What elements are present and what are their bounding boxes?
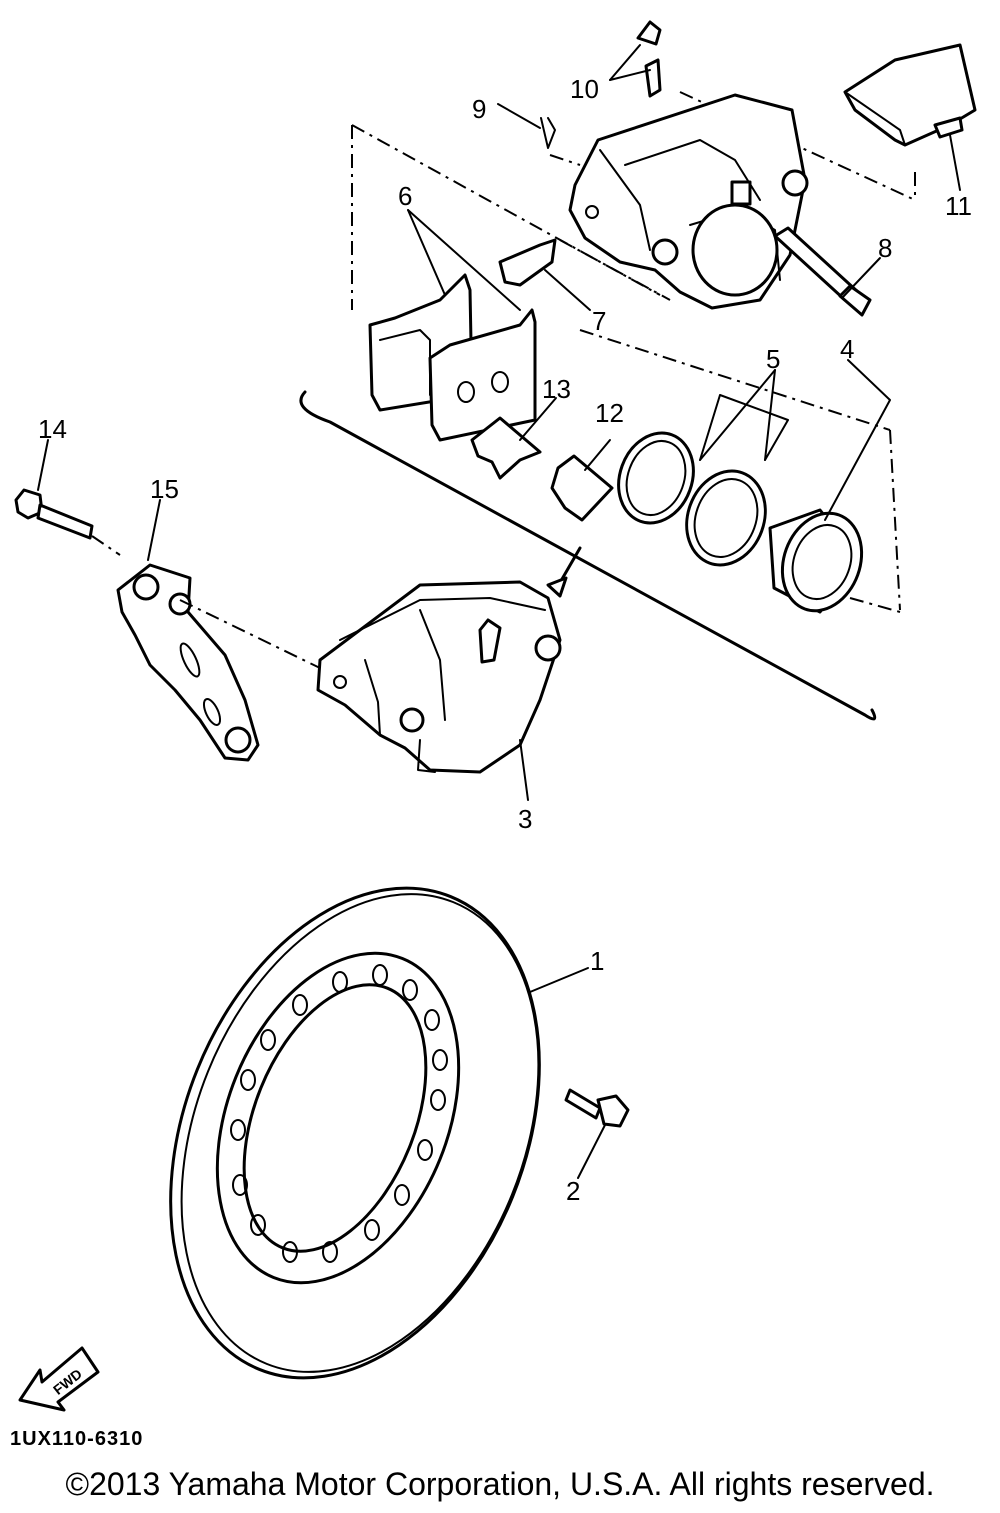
forward-arrow: FWD xyxy=(18,1346,100,1412)
diagram-code: 1UX110-6310 xyxy=(10,1428,144,1450)
callout-5: 5 xyxy=(766,344,780,374)
disc-bolt xyxy=(564,1088,630,1128)
callout-2: 2 xyxy=(566,1176,580,1206)
callout-1: 1 xyxy=(590,946,604,976)
copyright-notice: ©2013 Yamaha Motor Corporation, U.S.A. A… xyxy=(65,1466,935,1502)
caliper-seal-kit xyxy=(470,416,864,614)
callouts: 9 10 11 6 8 7 4 5 13 12 14 15 3 1 2 xyxy=(38,74,972,1206)
callout-14: 14 xyxy=(38,414,67,444)
callout-7: 7 xyxy=(592,306,606,336)
bracket-assembly xyxy=(14,488,321,762)
callout-3: 3 xyxy=(518,804,532,834)
disc-holes xyxy=(230,964,448,1263)
callout-9: 9 xyxy=(472,94,486,124)
callout-4: 4 xyxy=(840,334,854,364)
caliper-upper-assembly xyxy=(351,20,977,613)
callout-13: 13 xyxy=(542,374,571,404)
leader-lines xyxy=(37,44,961,1179)
callout-10: 10 xyxy=(570,74,599,104)
caliper-assembly xyxy=(316,580,562,774)
callout-11: 11 xyxy=(945,191,972,221)
sub-assembly-bracket xyxy=(299,390,877,721)
callout-8: 8 xyxy=(878,233,892,263)
callout-6: 6 xyxy=(398,181,412,211)
callout-15: 15 xyxy=(150,474,179,504)
brake-disc xyxy=(169,886,541,1380)
callout-12: 12 xyxy=(595,398,624,428)
